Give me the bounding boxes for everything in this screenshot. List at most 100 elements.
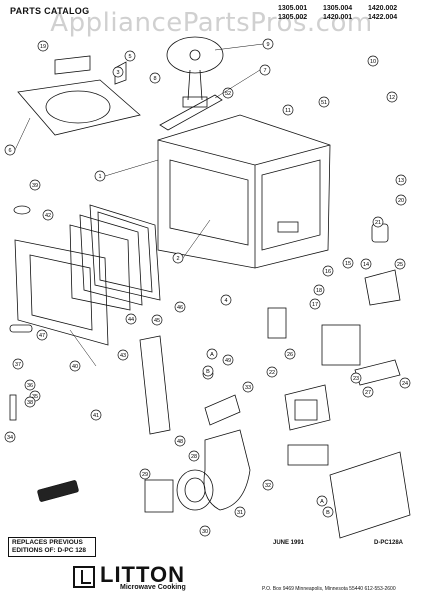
callout-label: 48 [177,439,183,445]
callout-circle [90,409,102,421]
callout-label: 13 [398,178,404,184]
callout-label: 6 [8,148,11,154]
callout-label: 31 [237,510,243,516]
callout-label: 40 [72,364,78,370]
callout-label: 1 [98,174,101,180]
callout-circle [36,329,48,341]
callout-label: 22 [269,370,275,376]
callout-label: 7 [263,68,266,74]
callout-circle [360,258,372,270]
magnetron-drawing [321,324,361,366]
leader-lines [14,43,264,367]
thermal-cover-drawing [354,359,401,386]
callout-label: 3 [116,70,119,76]
callout-label: 30 [202,529,208,535]
callout-label: 10 [370,59,376,65]
callout-label: B [206,369,210,375]
callout-label: 23 [353,376,359,382]
callout-label: 42 [45,213,51,219]
callout-circle [342,257,354,269]
small-plate-drawing [54,55,91,75]
callout-label: 26 [287,352,293,358]
catalog-title: PARTS CATALOG [10,6,90,16]
callout-label: 34 [7,435,13,441]
callout-label: 38 [27,400,33,406]
callout-circle [284,348,296,360]
callout-label: 36 [27,383,33,389]
motor-drawing [144,479,174,513]
callout-label: 35 [32,394,38,400]
callout-circle [117,349,129,361]
callout-circle [395,194,407,206]
callout-circle [174,301,186,313]
callout-label: 44 [128,317,134,323]
callout-label: 37 [15,362,21,368]
callout-label: A [320,499,324,505]
replaces-previous-box: REPLACES PREVIOUS EDITIONS OF: D-PC 128 [8,537,96,557]
callout-label: 51 [321,100,327,106]
callout-label: 24 [402,381,408,387]
company-address: P.O. Box 9469 Minneapolis, Minnesota 554… [262,586,396,592]
callout-circle [37,40,49,52]
callout-label: 27 [365,390,371,396]
callout-label: A [210,352,214,358]
callout-circle [125,313,137,325]
cabinet-drawing [157,114,331,269]
litton-logo-icon [73,566,95,588]
callout-circle [309,298,321,310]
callout-label: 28 [191,454,197,460]
model-number: 1420.001 [323,14,353,21]
callout-label: 5 [128,54,131,60]
duct-drawing [364,269,401,306]
callout-circle [24,396,36,408]
callout-label: 32 [265,483,271,489]
callout-circle [367,55,379,67]
latch-drawing [13,205,31,215]
callout-circle [313,284,325,296]
callout-label: 39 [32,183,38,189]
top-plate-drawing [17,79,141,136]
callout-circle [372,216,384,228]
callout-circle [386,91,398,103]
callout-label: 17 [312,302,318,308]
model-number: 1305.002 [278,14,308,21]
callout-circle [4,431,16,443]
callout-circle [24,379,36,391]
callout-circle [394,258,406,270]
model-number: 1420.002 [368,5,398,12]
callout-label: 21 [375,220,381,226]
lever-drawing [9,394,17,421]
callout-circle [199,525,211,537]
callout-circle [149,72,161,84]
callout-circle [322,265,334,277]
callout-label: 45 [154,318,160,324]
fan-wheel-drawing [176,469,214,511]
callout-circle [112,66,124,78]
callout-circle [139,468,151,480]
document-number: D-PC128A [374,540,404,546]
catalog-date: JUNE 1991 [273,540,305,546]
callout-circle [234,506,246,518]
callout-label: 49 [225,358,231,364]
callout-label: 19 [40,44,46,50]
callout-label: 15 [345,261,351,267]
callout-circle [266,366,278,378]
callout-label: 16 [325,269,331,275]
callout-circle [12,358,24,370]
callout-label: 25 [397,262,403,268]
callout-circle [242,381,254,393]
filter-drawing [287,444,329,466]
spare-part-pack-drawing [37,480,79,502]
callout-circle [69,360,81,372]
blower-housing-drawing [203,429,251,511]
bracket-drawing [159,94,223,131]
callout-label: 8 [153,76,156,82]
callout-label: 47 [39,333,45,339]
brand-name: LITTON [100,562,186,587]
model-number: 1305.001 [278,5,308,12]
watermark-text: AppliancePartsPros.com [50,8,373,38]
callout-circle [282,104,294,116]
callout-circle [322,506,334,518]
callout-label: 20 [398,198,404,204]
